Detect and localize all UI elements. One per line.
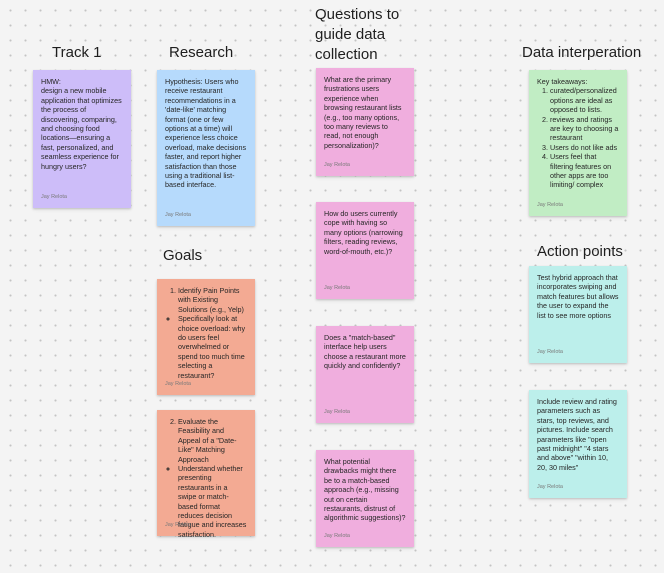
heading-track-1[interactable]: Track 1: [52, 44, 102, 61]
sticky-note-key-takeaways[interactable]: Key takeaways: curated/personalized opti…: [529, 70, 627, 216]
sticky-note-text: Does a "match-based" interface help user…: [324, 333, 406, 371]
heading-action-points[interactable]: Action points: [537, 243, 623, 260]
takeaways-title: Key takeaways:: [537, 77, 588, 86]
sticky-note-text: How do users currently cope with having …: [324, 209, 403, 256]
goal-item-text: Identify Pain Points with Existing Solut…: [178, 286, 244, 314]
sticky-note-goal-2[interactable]: Evaluate the Feasibility and Appeal of a…: [157, 410, 255, 539]
takeaway-item: Users feel that filtering features on ot…: [550, 152, 619, 190]
goal-item-text: Evaluate the Feasibility and Appeal of a…: [178, 417, 237, 464]
author-label: Jay Relota: [165, 381, 191, 387]
author-label: Jay Relota: [324, 533, 350, 539]
author-label: Jay Relota: [324, 285, 350, 291]
sticky-note-text: Hypothesis: Users who receive restaurant…: [165, 77, 247, 190]
goal-sub-list: Specifically look at choice overload: wh…: [165, 314, 247, 380]
takeaways-list: curated/personalized options are ideal a…: [537, 86, 619, 189]
sticky-note-question-2[interactable]: How do users currently cope with having …: [316, 202, 414, 299]
sticky-note-text: Include review and rating parameters suc…: [537, 397, 617, 472]
sticky-note-question-4[interactable]: What potential drawbacks might there be …: [316, 450, 414, 547]
heading-data-interpretation[interactable]: Data interperation: [522, 44, 642, 61]
goal-item: Identify Pain Points with Existing Solut…: [178, 286, 247, 380]
takeaway-item: Users do not like ads: [550, 143, 619, 152]
sticky-note-text: HMW: design a new mobile application tha…: [41, 77, 122, 171]
goal-list: Identify Pain Points with Existing Solut…: [165, 286, 247, 380]
author-label: Jay Relota: [537, 484, 563, 490]
goal-item: Evaluate the Feasibility and Appeal of a…: [178, 417, 247, 539]
sticky-note-hmw[interactable]: HMW: design a new mobile application tha…: [33, 70, 131, 208]
heading-goals[interactable]: Goals: [163, 247, 203, 264]
author-label: Jay Relota: [41, 194, 67, 200]
sticky-note-action-1[interactable]: Test hybrid approach that incorporates s…: [529, 266, 627, 363]
heading-questions[interactable]: Questions to guide data collection: [315, 6, 400, 63]
sticky-note-question-1[interactable]: What are the primary frustrations users …: [316, 68, 414, 176]
heading-research[interactable]: Research: [169, 44, 234, 61]
takeaway-item: reviews and ratings are key to choosing …: [550, 115, 619, 143]
author-label: Jay Relota: [324, 409, 350, 415]
sticky-note-text: What potential drawbacks might there be …: [324, 457, 406, 523]
sticky-note-text: What are the primary frustrations users …: [324, 75, 402, 150]
goal-list: Evaluate the Feasibility and Appeal of a…: [165, 417, 247, 539]
author-label: Jay Relota: [537, 349, 563, 355]
sticky-note-text: Test hybrid approach that incorporates s…: [537, 273, 619, 320]
sticky-note-hypothesis[interactable]: Hypothesis: Users who receive restaurant…: [157, 70, 255, 226]
goal-bullet: Understand whether presenting restaurant…: [178, 464, 247, 539]
sticky-note-goal-1[interactable]: Identify Pain Points with Existing Solut…: [157, 279, 255, 395]
author-label: Jay Relota: [537, 202, 563, 208]
takeaway-item: curated/personalized options are ideal a…: [550, 86, 619, 114]
author-label: Jay Relota: [324, 162, 350, 168]
author-label: Jay Relota: [165, 522, 191, 528]
goal-bullet: Specifically look at choice overload: wh…: [178, 314, 247, 380]
goal-sub-list: Understand whether presenting restaurant…: [165, 464, 247, 539]
sticky-note-question-3[interactable]: Does a "match-based" interface help user…: [316, 326, 414, 423]
sticky-note-action-2[interactable]: Include review and rating parameters suc…: [529, 390, 627, 498]
author-label: Jay Relota: [165, 212, 191, 218]
